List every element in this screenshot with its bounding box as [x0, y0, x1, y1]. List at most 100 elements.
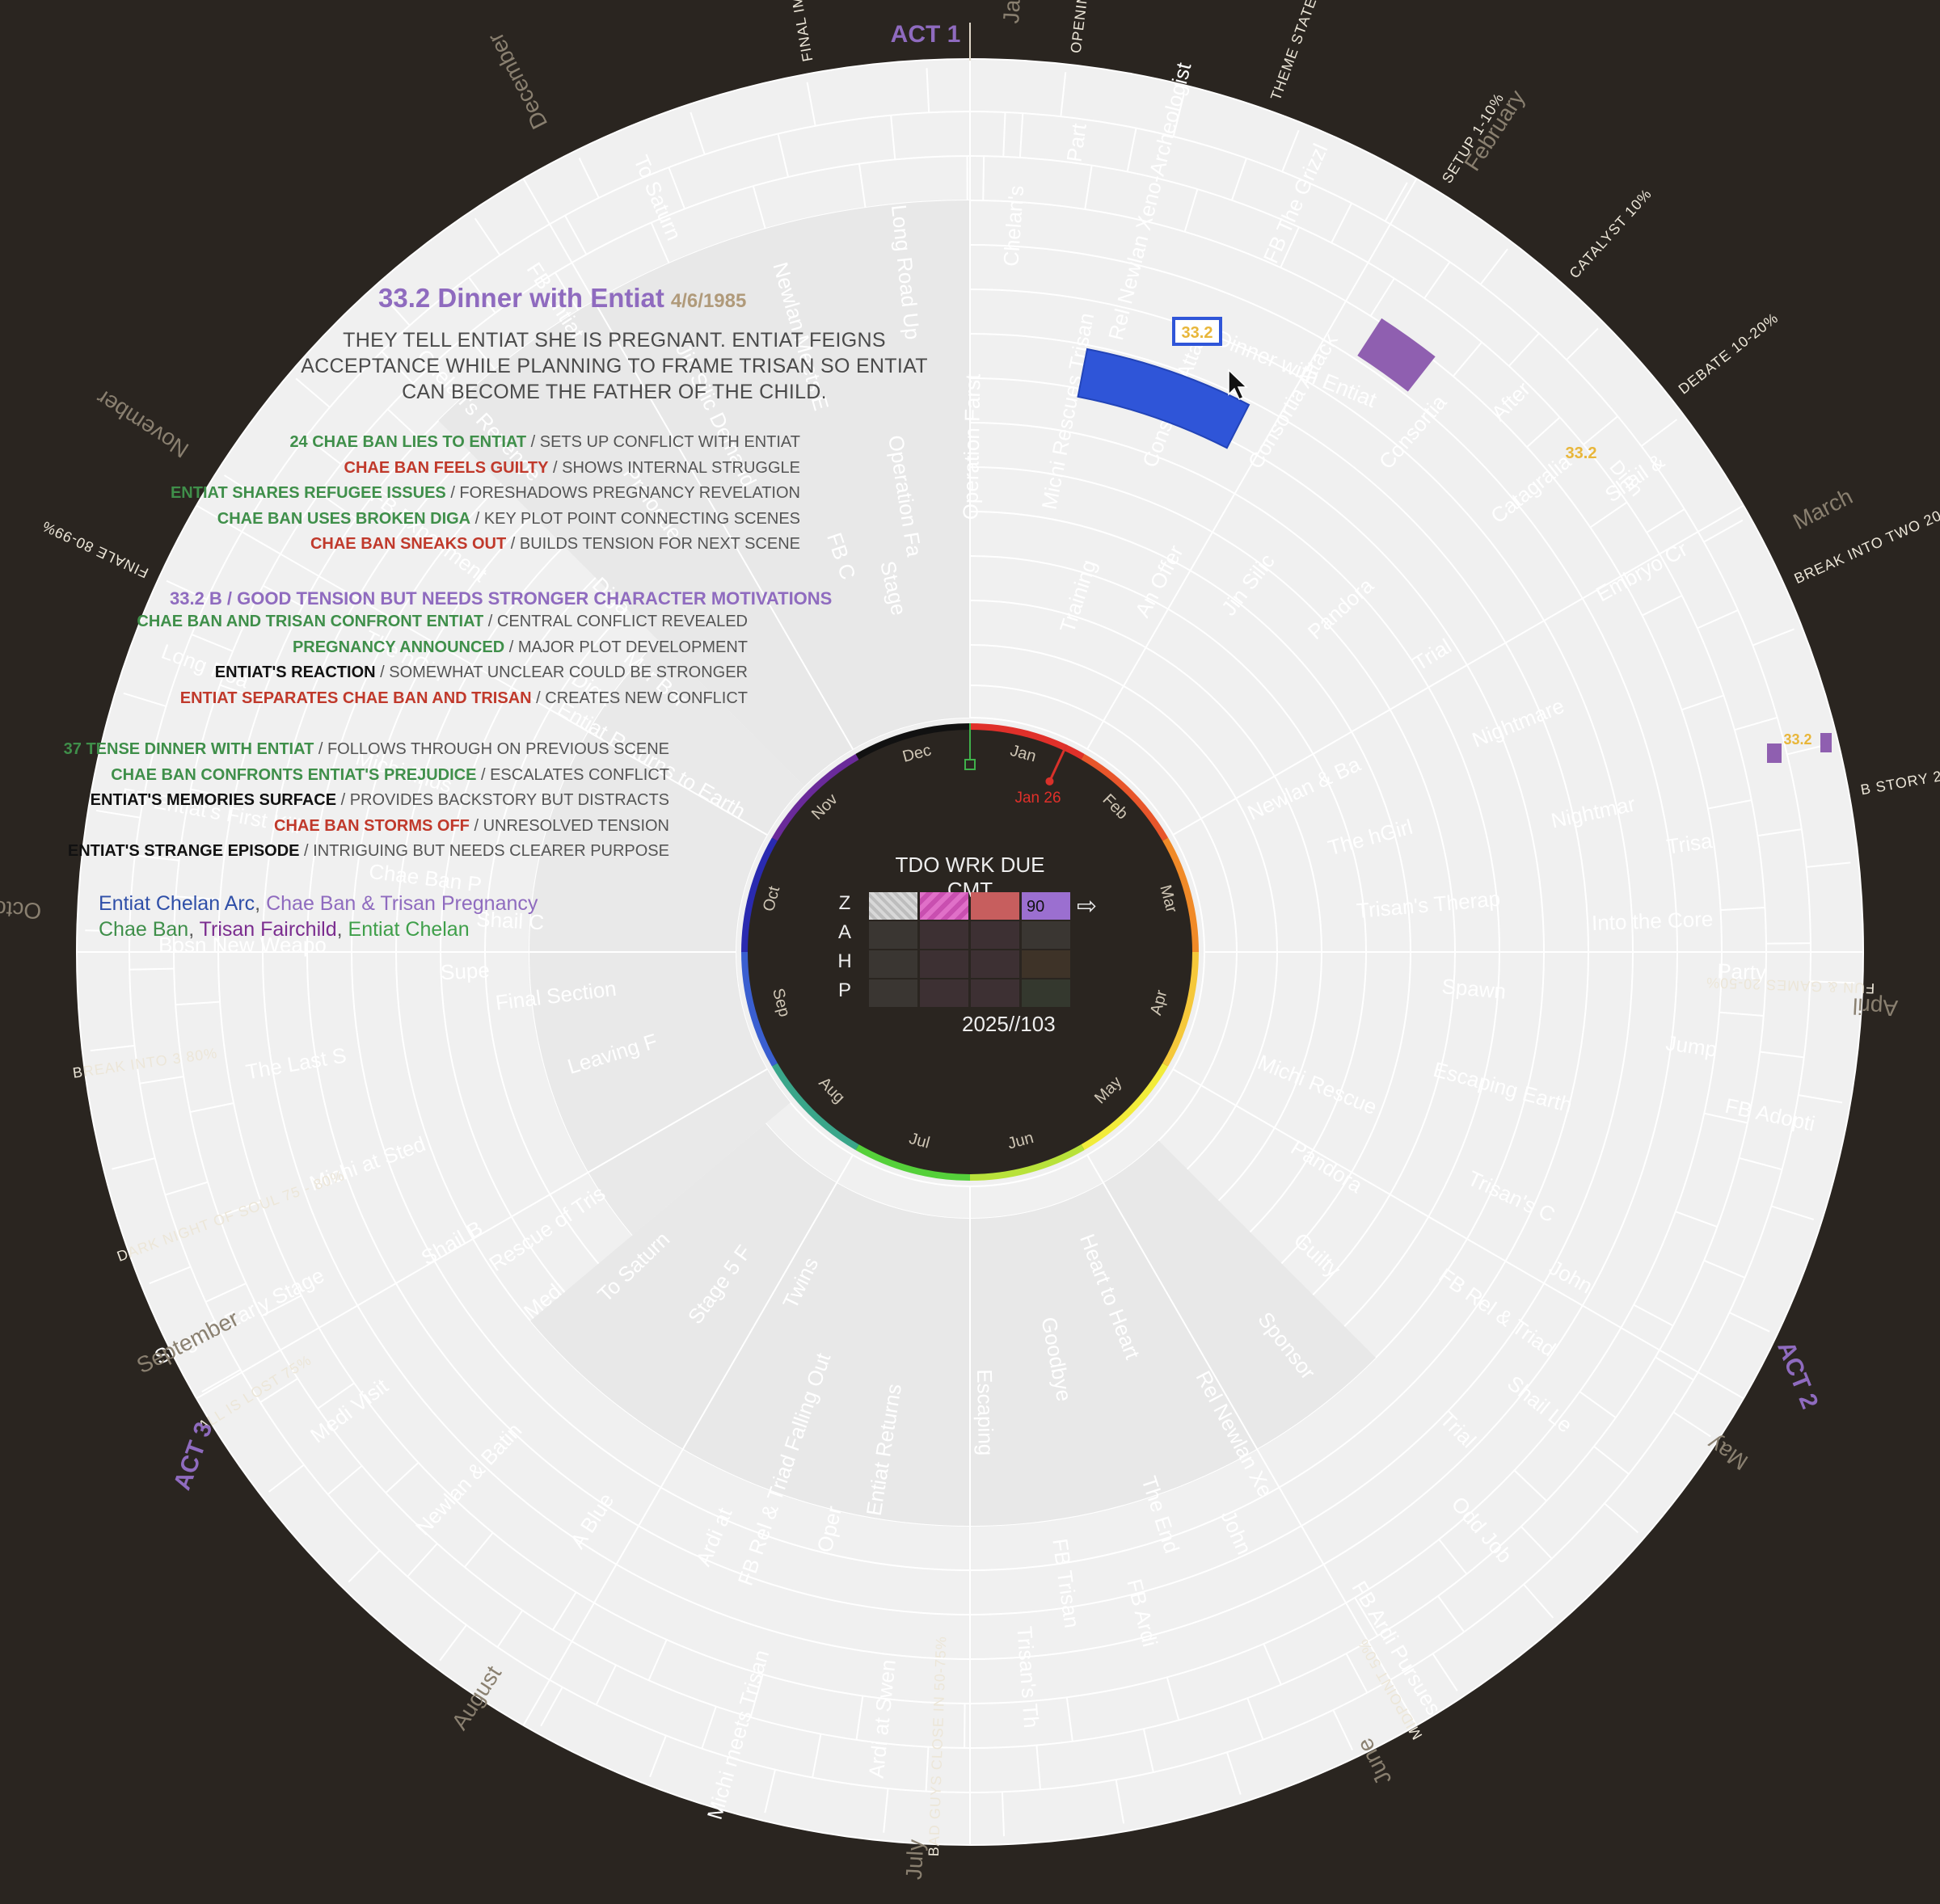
scene-divider — [925, 1746, 930, 1792]
purple-scene-block[interactable] — [1357, 318, 1436, 392]
cell-h-tdo[interactable] — [869, 950, 917, 978]
beat-label: DEBATE 10-20% — [1676, 310, 1782, 398]
scene-divider — [241, 531, 281, 555]
cell-p-tdo[interactable] — [869, 979, 917, 1007]
month-divider — [1086, 178, 1418, 750]
act-label[interactable]: ACT 3 — [169, 1418, 218, 1493]
scene-divider — [268, 1464, 305, 1493]
scene-divider — [219, 684, 263, 701]
scene-title[interactable]: Part — [1061, 121, 1090, 163]
scene-divider — [1520, 1526, 1553, 1560]
note-row[interactable]: ENTIAT'S STRANGE EPISODE / INTRIGUING BU… — [68, 842, 669, 861]
legend-arc-pregnancy[interactable]: Chae Ban & Trisan Pregnancy — [266, 892, 538, 915]
legend-character-entiat[interactable]: Entiat Chelan — [348, 918, 470, 941]
cell-z-tdo[interactable] — [869, 892, 917, 920]
note-row[interactable]: CHAE BAN AND TRISAN CONFRONT ENTIAT / CE… — [137, 613, 748, 631]
scene-divider — [134, 854, 179, 861]
cell-z-cmt[interactable]: 90 — [1022, 892, 1070, 920]
dragged-scene-block[interactable] — [1077, 348, 1250, 449]
cell-a-cmt[interactable] — [1022, 921, 1070, 949]
act-label[interactable]: ACT 1 — [891, 21, 961, 48]
scene-divider — [1640, 419, 1678, 447]
act-label[interactable]: ACT 2 — [1772, 1337, 1823, 1413]
cell-p-wrk[interactable] — [920, 979, 968, 1007]
scene-divider — [1280, 226, 1300, 268]
legend-arc-entiat[interactable]: Entiat Chelan Arc — [99, 892, 255, 915]
scene-divider — [1263, 1643, 1282, 1686]
scene-title[interactable]: Bosn New Weapo — [158, 933, 327, 957]
scene-divider — [379, 292, 411, 326]
scene-title[interactable]: Escaping — [972, 1369, 998, 1455]
month-divider — [1086, 1154, 1418, 1726]
scene-divider — [1115, 1780, 1125, 1824]
cell-h-cmt[interactable] — [1022, 950, 1070, 978]
note-row[interactable]: 37 TENSE DINNER WITH ENTIAT / FOLLOWS TH… — [64, 740, 669, 759]
note-row[interactable]: CHAE BAN CONFRONTS ENTIAT'S PREJUDICE / … — [111, 766, 669, 785]
purple-scene-tick[interactable] — [1767, 743, 1782, 763]
note-row[interactable]: PREGNANCY ANNOUNCED / MAJOR PLOT DEVELOP… — [293, 638, 748, 657]
note-row[interactable]: ENTIAT SHARES REFUGEE ISSUES / FORESHADO… — [171, 484, 800, 503]
note-row[interactable]: ENTIAT'S MEMORIES SURFACE / PROVIDES BAC… — [91, 791, 669, 810]
hub-month-arc — [970, 723, 1085, 760]
scene-divider — [1142, 1729, 1154, 1773]
note-row[interactable]: CHAE BAN STORMS OFF / UNRESOLVED TENSION — [274, 817, 669, 836]
legend: Entiat Chelan Arc, Chae Ban & Trisan Pre… — [99, 891, 538, 942]
note-row[interactable]: CHAE BAN USES BROKEN DIGA / KEY PLOT POI… — [217, 510, 800, 529]
scene-divider — [129, 967, 175, 971]
cell-z-wrk[interactable] — [920, 892, 968, 920]
note-comment: / KEY PLOT POINT CONNECTING SCENES — [470, 509, 800, 528]
scene-divider — [1810, 980, 1855, 984]
col-tdo[interactable]: TDO — [895, 853, 940, 877]
scene-title[interactable]: Supe — [440, 958, 490, 984]
note-row[interactable]: ENTIAT SEPARATES CHAE BAN AND TRISAN / C… — [180, 689, 748, 708]
row-label-h[interactable]: H — [837, 950, 852, 972]
cell-z-due[interactable] — [971, 892, 1019, 920]
scene-title[interactable]: Shail C — [476, 907, 545, 934]
scene-divider — [1437, 1595, 1466, 1632]
note-row[interactable]: 24 CHAE BAN LIES TO ENTIAT / SETS UP CON… — [289, 433, 800, 452]
scene-divider — [464, 1532, 494, 1568]
note-row[interactable]: CHAE BAN FEELS GUILTY / SHOWS INTERNAL S… — [344, 459, 801, 478]
scene-divider — [1126, 128, 1137, 172]
col-wrk[interactable]: WRK — [945, 853, 995, 877]
scene-divider — [649, 1735, 667, 1778]
scene-divider — [295, 377, 331, 408]
row-label-a[interactable]: A — [837, 921, 851, 943]
scene-divider — [1172, 93, 1185, 137]
notes-group-2-header: 33.2 B / GOOD TENSION BUT NEEDS STRONGER… — [170, 588, 833, 609]
scene-divider — [259, 1377, 298, 1404]
cell-a-due[interactable] — [971, 921, 1019, 949]
synopsis-date: 4/6/1985 — [670, 290, 747, 312]
purple-scene-tick[interactable] — [1820, 733, 1832, 752]
row-label-z[interactable]: Z — [838, 892, 851, 914]
row-label-p[interactable]: P — [837, 979, 851, 1001]
scene-title[interactable]: Party — [1717, 958, 1767, 984]
cell-a-wrk[interactable] — [920, 921, 968, 949]
scene-divider — [752, 185, 766, 230]
cell-a-tdo[interactable] — [869, 921, 917, 949]
cell-p-due[interactable] — [971, 979, 1019, 1007]
scene-divider — [261, 1295, 302, 1317]
scene-divider — [439, 1624, 467, 1662]
today-marker-label: Jan 26 — [1014, 790, 1061, 807]
scene-divider — [155, 742, 200, 756]
legend-character-chae-ban[interactable]: Chae Ban — [99, 918, 189, 941]
cell-p-cmt[interactable] — [1022, 979, 1070, 1007]
cell-h-wrk[interactable] — [920, 950, 968, 978]
scene-title[interactable]: Into the Core — [1592, 907, 1714, 935]
scene-title[interactable]: Chelan's — [998, 184, 1028, 267]
forward-arrow-icon[interactable]: ⇨ — [1077, 893, 1098, 920]
note-row[interactable]: CHAE BAN SNEAKS OUT / BUILDS TENSION FOR… — [310, 535, 800, 554]
scene-title[interactable]: Spawn — [1441, 974, 1508, 1004]
legend-character-trisan[interactable]: Trisan Fairchild — [199, 918, 337, 941]
month-label: October — [0, 895, 42, 924]
note-row[interactable]: ENTIAT'S REACTION / SOMEWHAT UNCLEAR COU… — [215, 663, 748, 682]
dragged-scene-number-box[interactable] — [1172, 317, 1222, 346]
month-label: November — [92, 385, 193, 462]
note-comment: / PROVIDES BACKSTORY BUT DISTRACTS — [336, 791, 669, 809]
scene-title[interactable]: Operation Farst — [958, 373, 985, 520]
scene-divider — [407, 1543, 438, 1578]
col-due[interactable]: DUE — [1000, 853, 1045, 877]
cell-h-due[interactable] — [971, 950, 1019, 978]
